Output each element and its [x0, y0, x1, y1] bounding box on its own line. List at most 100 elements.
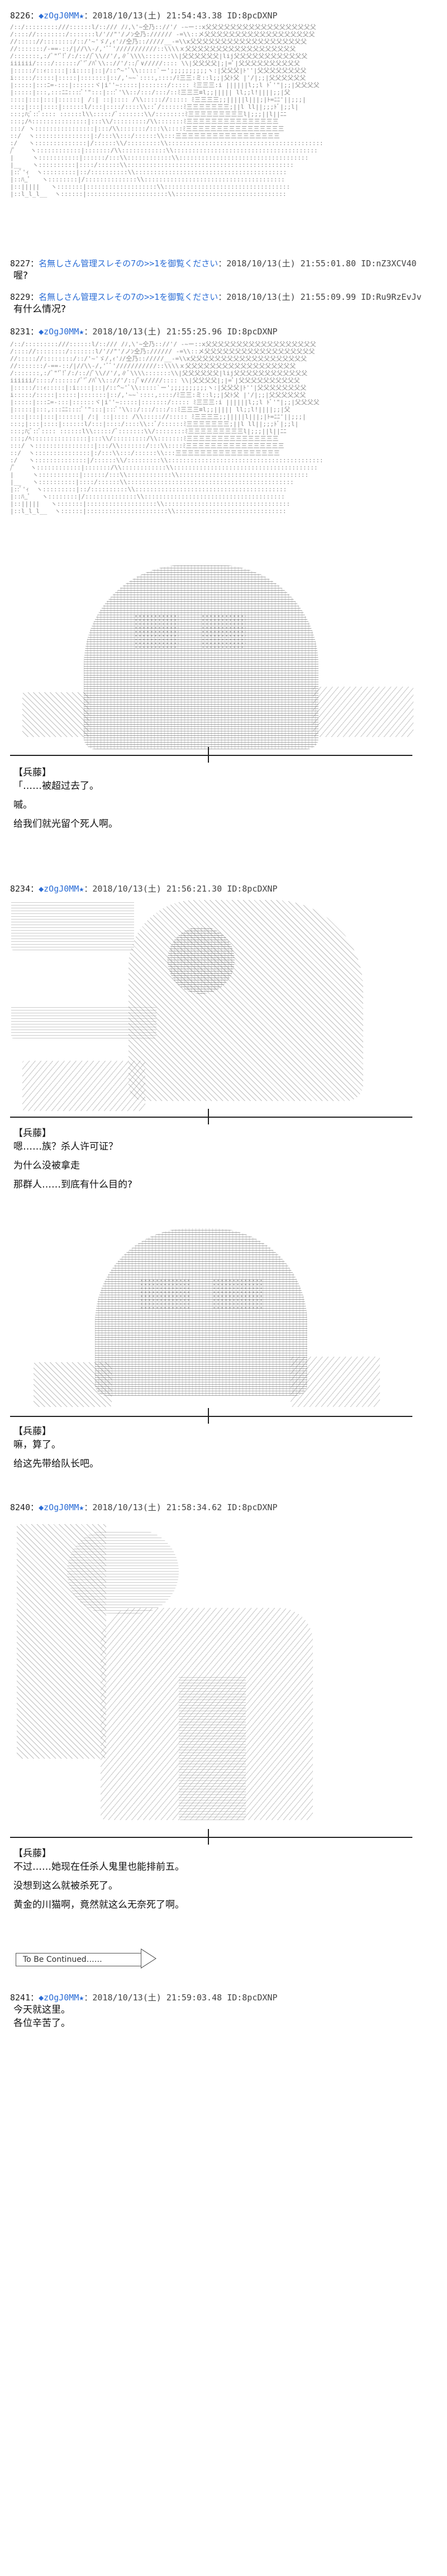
post-8231: 8231：◆zOgJ0MM★：2018/10/13(土) 21:55:25.96… — [0, 326, 447, 337]
ascii-art-figure-standing-left — [17, 1524, 106, 1759]
post-number[interactable]: 8227： — [10, 258, 39, 269]
post-text: 喔? — [13, 270, 28, 281]
ascii-art-glasses-lens-left — [140, 1279, 190, 1309]
post-text: 今天就这里。 — [13, 2004, 70, 2015]
post-date: ：2018/10/13(土) 21:58:34.62 — [84, 1502, 222, 1512]
ascii-art-glasses-lens-left — [134, 614, 179, 648]
dialogue-line: 嗯……族？杀人许可证？ — [13, 1141, 118, 1152]
dialogue-line: 那群人……到底有什么目的? — [13, 1179, 133, 1190]
post-date: ：2018/10/13(土) 21:55:01.80 — [218, 258, 356, 269]
post-header: 8231：◆zOgJ0MM★：2018/10/13(土) 21:55:25.96… — [0, 326, 447, 337]
speaker-label: 【兵藤】 — [13, 1848, 51, 1859]
ascii-art-figure-head — [168, 927, 235, 994]
poster-name: ◆zOgJ0MM — [39, 11, 79, 21]
post-header: 8227：名無しさん管理スレその7の>>1を御覧ください：2018/10/13(… — [0, 258, 447, 269]
poster-name: 名無しさん管理スレその7の>>1を御覧ください — [39, 258, 218, 269]
ascii-art-figure-head — [67, 1530, 179, 1613]
post-number[interactable]: 8234： — [10, 884, 39, 894]
ascii-art-shoulder-right — [313, 687, 413, 737]
ascii-art-shoulder-left — [34, 1362, 112, 1407]
post-header: 8229：名無しさん管理スレその7の>>1を御覧ください：2018/10/13(… — [0, 291, 447, 303]
post-8234-body-2: 【兵藤】 嘛，算了。 给这先带给队长吧。 — [0, 1425, 447, 1471]
post-header: 8226：◆zOgJ0MM★：2018/10/13(土) 21:54:43.38… — [0, 10, 447, 21]
poster-id[interactable]: ID:nZ3XCV40 — [361, 258, 417, 269]
poster-id[interactable]: ID:8pcDXNP — [227, 327, 278, 337]
ascii-art-glasses-lens-right — [201, 614, 246, 648]
post-number[interactable]: 8231： — [10, 327, 39, 337]
poster-name: 名無しさん管理スレその7の>>1を御覧ください — [39, 292, 218, 302]
ascii-art-figure-man-glasses-close — [95, 1228, 307, 1396]
star-icon: ★ — [79, 884, 84, 894]
poster-name: ◆zOgJ0MM — [39, 327, 79, 337]
scene-divider-tick — [208, 747, 209, 763]
dialogue-line: 不过……她现在任杀人鬼里也能排前五。 — [13, 1861, 184, 1873]
post-8229: 8229：名無しさん管理スレその7の>>1を御覧ください：2018/10/13(… — [0, 291, 447, 316]
dialogue-line: 给这先带给队长吧。 — [13, 1458, 99, 1469]
dialogue-line: 为什么没被拿走 — [13, 1160, 80, 1171]
ascii-art-scene: /::/:::::::::///::::::l/::/// /ﾉ,\'~仝乃::… — [10, 23, 324, 198]
post-text: 有什么情况? — [13, 304, 66, 315]
dialogue-line: 「……被超过去了。 — [13, 781, 99, 792]
post-8241: 8241：◆zOgJ0MM★：2018/10/13(土) 21:59:03.48… — [0, 1992, 447, 2030]
ascii-art-scene-repeat: /::/:::::::::///::::::l/::/// /ﾉ,\'~仝乃::… — [10, 341, 324, 515]
poster-name: ◆zOgJ0MM — [39, 1502, 79, 1512]
post-8240-body: 【兵藤】 不过……她现在任杀人鬼里也能排前五。 没想到这么就被杀死了。 黄金的川… — [0, 1847, 447, 1912]
post-8231-body: 【兵藤】 「……被超过去了。 嘁。 给我们就光留个死人啊。 — [0, 766, 447, 831]
post-8234: 8234：◆zOgJ0MM★：2018/10/13(土) 21:56:21.30… — [0, 883, 447, 894]
poster-id[interactable]: ID:8pcDXNP — [227, 1502, 278, 1512]
post-8227: 8227：名無しさん管理スレその7の>>1を御覧ください：2018/10/13(… — [0, 258, 447, 283]
poster-id[interactable]: ID:8pcDXNP — [227, 1993, 278, 2003]
post-date: ：2018/10/13(土) 21:56:21.30 — [84, 884, 222, 894]
to-be-continued-banner: To Be Continued…… — [16, 1953, 142, 1966]
post-header: 8241：◆zOgJ0MM★：2018/10/13(土) 21:59:03.48… — [0, 1992, 447, 2003]
ascii-art-figure-body — [101, 1608, 313, 1820]
dialogue-line: 黄金的川猫啊，竟然就这么无奈死了啊。 — [13, 1899, 184, 1911]
poster-id[interactable]: ID:8pcDXNP — [227, 11, 278, 21]
poster-id[interactable]: ID:8pcDXNP — [227, 884, 278, 894]
scene-divider — [10, 1416, 412, 1417]
post-header: 8240：◆zOgJ0MM★：2018/10/13(土) 21:58:34.62… — [0, 1502, 447, 1513]
post-date: ：2018/10/13(土) 21:55:09.99 — [218, 292, 356, 302]
post-number[interactable]: 8226： — [10, 11, 39, 21]
post-date: ：2018/10/13(土) 21:55:25.96 — [84, 327, 222, 337]
post-8226: 8226：◆zOgJ0MM★：2018/10/13(土) 21:54:43.38… — [0, 10, 447, 21]
ascii-art-background-lines-lower — [11, 1005, 156, 1038]
arrow-right-icon-inner — [141, 1950, 155, 1967]
ascii-art-glasses-lens-right — [212, 1279, 263, 1309]
star-icon: ★ — [79, 327, 84, 337]
speaker-label: 【兵藤】 — [13, 1426, 51, 1437]
scene-divider — [10, 1837, 412, 1838]
post-date: ：2018/10/13(土) 21:54:43.38 — [84, 11, 222, 21]
post-text: 各位辛苦了。 — [13, 2018, 70, 2029]
post-number[interactable]: 8240： — [10, 1502, 39, 1512]
ascii-art-figure-coat — [179, 1675, 246, 1820]
star-icon: ★ — [79, 1993, 84, 2003]
post-8240: 8240：◆zOgJ0MM★：2018/10/13(土) 21:58:34.62… — [0, 1502, 447, 1513]
dialogue-line: 嘁。 — [13, 799, 32, 811]
ascii-art-figure-man-glasses — [84, 565, 318, 749]
scene-divider-tick — [208, 1109, 209, 1124]
post-8234-body: 【兵藤】 嗯……族？杀人许可证？ 为什么没被拿走 那群人……到底有什么目的? — [0, 1127, 447, 1191]
to-be-continued-label: To Be Continued…… — [23, 1955, 102, 1964]
scene-divider-tick — [208, 1408, 209, 1424]
poster-name: ◆zOgJ0MM — [39, 1993, 79, 2003]
scene-divider — [10, 755, 412, 756]
post-date: ：2018/10/13(土) 21:59:03.48 — [84, 1993, 222, 2003]
post-header: 8234：◆zOgJ0MM★：2018/10/13(土) 21:56:21.30… — [0, 883, 447, 894]
post-number[interactable]: 8241： — [10, 1993, 39, 2003]
ascii-art-background-lines — [11, 900, 134, 950]
ascii-art-shoulder-right — [291, 1357, 380, 1407]
scene-divider-tick — [208, 1829, 209, 1845]
ascii-art-figure-crouching — [129, 900, 363, 1101]
star-icon: ★ — [79, 1502, 84, 1512]
speaker-label: 【兵藤】 — [13, 1128, 51, 1139]
post-number[interactable]: 8229： — [10, 292, 39, 302]
poster-id[interactable]: ID:Ru9RzEvJv — [361, 292, 422, 302]
dialogue-line: 嘛，算了。 — [13, 1439, 61, 1450]
star-icon: ★ — [79, 11, 84, 21]
dialogue-line: 没想到这么就被杀死了。 — [13, 1880, 118, 1892]
ascii-art-ground — [22, 1061, 145, 1111]
ascii-art-shoulder-left — [22, 692, 89, 737]
poster-name: ◆zOgJ0MM — [39, 884, 79, 894]
speaker-label: 【兵藤】 — [13, 767, 51, 778]
